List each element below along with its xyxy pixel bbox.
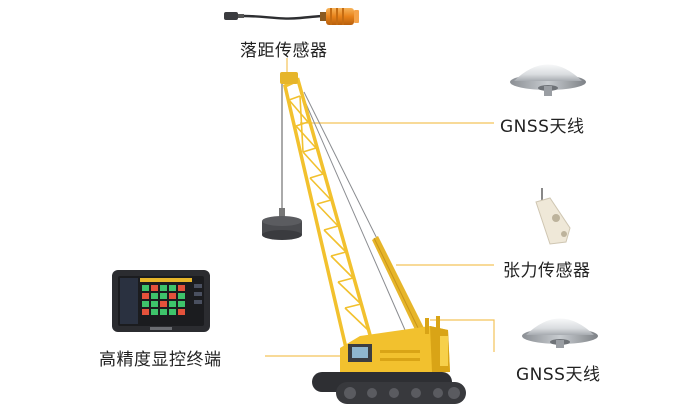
gnss-antenna-icon (510, 64, 586, 96)
tension-sensor-icon (535, 188, 571, 245)
leader-gnss-bottom (430, 319, 495, 352)
label-tension-sensor: 张力传感器 (503, 261, 591, 281)
display-terminal-icon (112, 270, 210, 332)
proximity-sensor-icon (224, 8, 359, 25)
label-gnss-bottom: GNSS天线 (516, 365, 601, 385)
crawler-crane-icon (262, 72, 466, 404)
leader-lines (265, 58, 495, 357)
gnss-antenna-icon (522, 318, 598, 348)
label-gnss-top: GNSS天线 (500, 117, 585, 137)
label-drop-sensor: 落距传感器 (240, 41, 328, 61)
label-terminal: 高精度显控终端 (99, 350, 222, 370)
terminal-grid (142, 285, 185, 315)
